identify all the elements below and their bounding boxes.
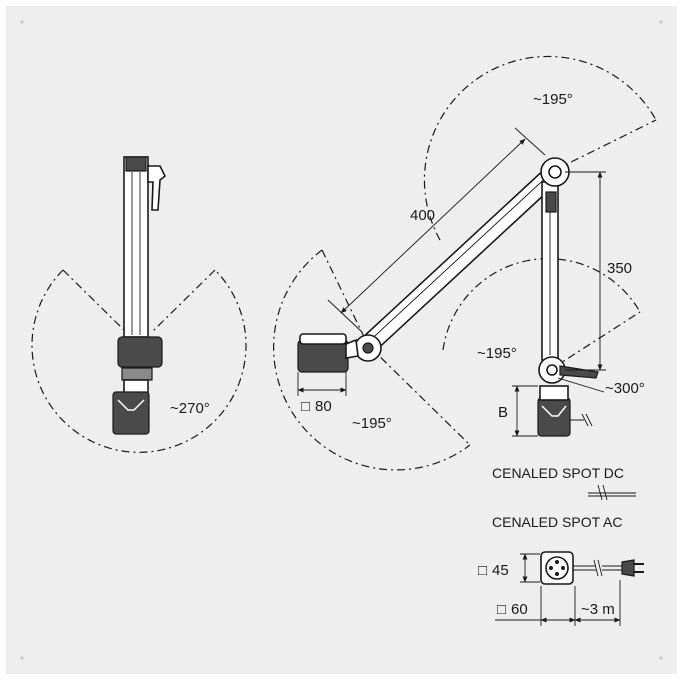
connector-square-60-symbol: □: [497, 601, 506, 618]
angle-lower-label: ~195°: [352, 415, 392, 432]
ac-model-label: CENALED SPOT AC: [492, 514, 622, 530]
rotation-arc-top: [423, 55, 657, 241]
angle-head-label: ~300°: [605, 380, 645, 397]
ac-connector-drawing: □ 45 □ 60 ~3 m: [478, 551, 644, 626]
rotation-arc-270: [31, 269, 247, 453]
connector-square-60-label: 60: [511, 601, 528, 618]
connector-square-45-symbol: □: [478, 562, 487, 579]
connector-square-45-label: 45: [492, 562, 509, 579]
vertical-length-label: 350: [607, 260, 632, 277]
base-height-label: B: [498, 404, 508, 421]
rotation-arc-lower: [273, 249, 471, 471]
corner-marks: [20, 20, 663, 660]
base-square-label: 80: [315, 398, 332, 415]
angle-left-view-label: ~270°: [170, 400, 210, 417]
main-view-lamp: ~195° ~195° ~195°: [273, 55, 657, 471]
base-square-symbol: □: [301, 398, 310, 415]
dc-model-label: CENALED SPOT DC: [492, 465, 624, 481]
angle-top-label: ~195°: [533, 91, 573, 108]
cable-length-label: ~3 m: [581, 601, 615, 618]
side-view-lamp: ~270°: [31, 156, 247, 453]
angle-middle-label: ~195°: [477, 345, 517, 362]
rotation-arc-middle: [442, 258, 641, 351]
dc-cable-icon: [588, 484, 636, 501]
arm-length-label: 400: [410, 207, 435, 224]
